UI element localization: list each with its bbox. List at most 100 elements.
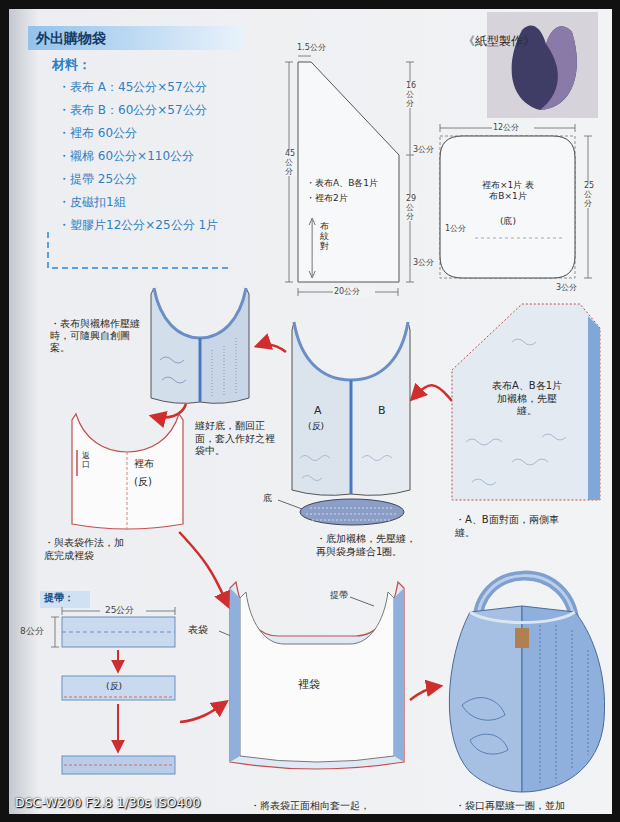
quilted-bag: [154, 288, 246, 338]
quilted-panel-outline: [466, 339, 566, 485]
leader-line: [219, 631, 231, 636]
material-item: ・襯棉 60公分×110公分: [58, 149, 240, 164]
step-note: ・與表袋作法，加底完成裡袋: [44, 537, 129, 562]
quilted-panel-outline: [588, 316, 600, 500]
product-photo: [540, 26, 577, 110]
strap-steps: [62, 676, 175, 700]
finished-bag: [522, 606, 605, 792]
step-note: ・袋口再壓縫一圈，並加: [455, 800, 605, 813]
dimension-line: [298, 56, 311, 57]
step-note: ・將表袋正面相向套一起，: [250, 800, 450, 813]
finished-bag: [449, 606, 522, 792]
product-photo: [487, 12, 598, 118]
header-band: [28, 26, 243, 50]
step-note: 縫好底，翻回正面，套入作好之裡袋中。: [195, 420, 280, 458]
strap-steps: [51, 617, 59, 647]
strap-steps: [40, 591, 175, 774]
dimension-label: 25公分: [105, 605, 145, 616]
strap-steps: [62, 756, 175, 774]
sewn-bag-outline: [290, 318, 412, 498]
page-ground: [9, 9, 612, 814]
step-arrow: [410, 686, 440, 700]
dimension-label: 45公分: [284, 150, 297, 176]
strap-steps: [64, 765, 173, 766]
dimension-label: 1.5公分: [297, 43, 337, 53]
header-band: [28, 26, 243, 50]
step-arrow: [412, 385, 452, 401]
sewn-bag-outline: [350, 380, 353, 494]
bag-assembly-outline: [230, 588, 404, 762]
leader-line: [350, 597, 374, 606]
part-label: 底: [263, 493, 277, 504]
quilted-bag: [151, 288, 249, 403]
dimension-label: 1公分: [445, 224, 475, 234]
materials-frame: [48, 232, 232, 268]
quilted-bag: [212, 338, 236, 396]
node-text: ・表布A、B各1片: [306, 178, 396, 189]
dimension-line: [406, 62, 414, 155]
lining-bag-outline: [72, 414, 183, 529]
strap-steps: [117, 704, 119, 751]
dimension-label: 29公分: [405, 195, 418, 221]
page-title: 外出購物袋: [36, 30, 236, 48]
material-item: ・塑膠片12公分×25公分 1片: [58, 218, 244, 233]
lining-bag: 返口裡布(反): [70, 410, 185, 532]
node-text: 布紋對: [320, 222, 329, 252]
node-text: 裡袋: [298, 678, 320, 692]
strap-steps: [62, 632, 175, 633]
part-label: 表袋: [188, 624, 218, 637]
finished-bag: [462, 698, 508, 754]
bottom-pattern-outline: [440, 136, 575, 278]
pattern-piece-outline: [298, 62, 399, 282]
pattern-piece-outline: [309, 218, 315, 278]
node-text: 裡布×1片 表布B×1片: [480, 180, 536, 203]
finished-bag: [470, 612, 575, 623]
bag-bottom: [300, 499, 404, 525]
finished-bag: [449, 576, 604, 792]
materials-frame: [48, 232, 232, 268]
node-text: B: [378, 404, 386, 418]
step-note: ・底加襯棉，先壓縫，再與袋身縫合1圈。: [316, 533, 421, 558]
strap-steps: [40, 591, 90, 608]
dimension-line: [440, 124, 575, 132]
dimension-label: 8公分: [20, 626, 52, 637]
leader-line: [278, 500, 302, 509]
dimension-line: [285, 56, 592, 296]
pattern-piece-outline: [298, 62, 399, 282]
step-arrow: [257, 344, 286, 352]
bottom-pattern-outline: [475, 238, 565, 239]
dimension-line: [298, 288, 398, 296]
bottom-pattern-outline: [440, 136, 575, 278]
node-text: 表布A、B各1片 加襯棉，先壓縫。: [488, 380, 566, 418]
material-item: ・提帶 25公分: [58, 172, 240, 187]
node-text: A: [314, 404, 322, 418]
lining-bag-outline: [70, 410, 185, 532]
node-text: (反): [308, 421, 324, 432]
dimension-label: 16公分: [405, 82, 418, 108]
part-label: 提帶: [330, 590, 360, 601]
strap-steps: [117, 650, 119, 671]
sewn-bag: A B (反): [290, 318, 412, 498]
material-item: ・裡布 60公分: [58, 126, 240, 141]
strap-steps: [64, 697, 173, 698]
step-note: ・表布與襯棉作壓縫時，可隨興自創圖案。: [50, 318, 148, 354]
quilted-panel-outline: [452, 304, 600, 500]
step-arrow: [152, 404, 186, 418]
bag-assembly-outline: [240, 592, 394, 762]
bottom-pattern-outline: [440, 136, 575, 278]
product-photo: [487, 12, 598, 118]
lining-bag-outline: [76, 450, 78, 476]
strap-steps: [62, 617, 175, 647]
node-text: (反): [134, 476, 152, 489]
quilted-bag: [160, 357, 186, 383]
finished-bag: [540, 625, 588, 785]
sewn-bag-outline: [300, 456, 392, 481]
camera-stamp: DSC-W200 F2.8 1/30s ISO400: [15, 795, 255, 811]
material-item: ・皮磁扣1組: [58, 195, 240, 210]
part-label: (反): [106, 681, 131, 692]
node-text: (底): [493, 216, 523, 227]
bag-assembly-outline: [230, 582, 404, 769]
dimension-label: 20公分: [333, 287, 375, 297]
